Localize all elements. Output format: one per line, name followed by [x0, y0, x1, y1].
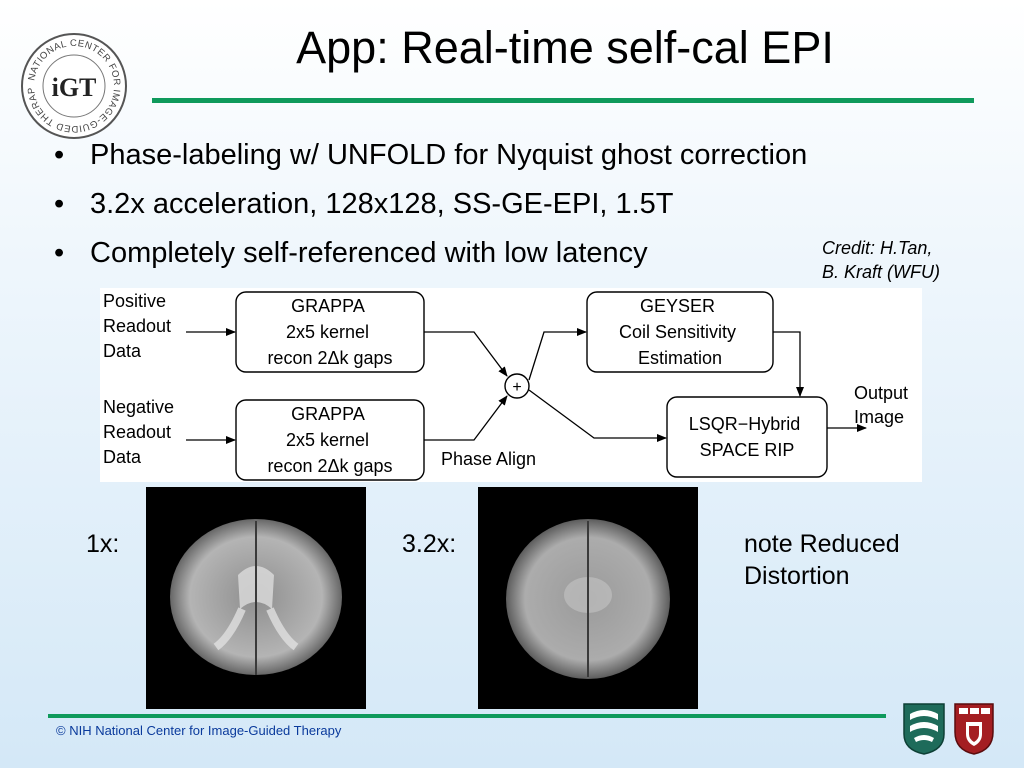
slide-title: App: Real-time self-cal EPI: [296, 22, 834, 73]
bullet-dot: •: [54, 139, 65, 171]
bullet-text: 3.2x acceleration, 128x128, SS-GE-EPI, 1…: [90, 188, 674, 220]
igt-logo-icon: NATIONAL CENTER FOR IMAGE-GUIDED THERAPY…: [15, 22, 127, 139]
output-label: Output Image: [854, 383, 913, 427]
phase-align-label: Phase Align: [441, 449, 536, 469]
input-negative-label: Negative Readout Data: [103, 397, 179, 467]
footer-divider: [48, 714, 886, 718]
medical-school-logo-icon: [900, 700, 948, 756]
sum-symbol: +: [512, 379, 521, 396]
igt-logo: NATIONAL CENTER FOR IMAGE-GUIDED THERAPY…: [15, 22, 130, 142]
title-divider: [152, 98, 974, 103]
label-1x: 1x:: [86, 530, 120, 558]
input-positive-label: Positive Readout Data: [103, 291, 176, 361]
grappa-top-label: GRAPPA 2x5 kernel recon 2Δk gaps: [267, 296, 392, 368]
bullet-dot: •: [54, 237, 65, 269]
lsqr-label: LSQR−Hybrid SPACE RIP: [689, 414, 806, 460]
geyser-label: GEYSER Coil Sensitivity Estimation: [619, 296, 741, 368]
credit-text: Credit: H.Tan, B. Kraft (WFU): [822, 238, 940, 282]
arrow-top-to-sum: [424, 331, 508, 377]
note-text: note Reduced Distortion: [744, 530, 900, 590]
lsqr-box: [666, 396, 828, 478]
bullet-item: • Phase-labeling w/ UNFOLD for Nyquist gh…: [52, 134, 807, 183]
arrow-sum-to-geyser: [528, 328, 587, 381]
footer-text: © NIH National Center for Image-Guided T…: [56, 723, 342, 738]
bullet-text: Phase-labeling w/ UNFOLD for Nyquist gho…: [90, 139, 808, 171]
sum-node: [504, 373, 530, 399]
harvard-shield-logo-icon: [952, 700, 996, 756]
label-3-2x: 3.2x:: [402, 530, 457, 558]
arrow-geyser-to-lsqr: [773, 331, 804, 397]
bullet-item: • 3.2x acceleration, 128x128, SS-GE-EPI, …: [52, 183, 807, 232]
mri-image-1x: [146, 487, 366, 709]
bullet-dot: •: [54, 188, 65, 220]
pipeline-diagram: Positive Readout Data Negative Readout D…: [100, 288, 922, 482]
bullet-list: • Phase-labeling w/ UNFOLD for Nyquist gh…: [52, 134, 807, 281]
arrow-bottom-to-sum: [424, 395, 508, 441]
mri-image-3-2x: [478, 487, 698, 709]
arrow-sum-to-lsqr: [528, 389, 667, 442]
grappa-bottom-label: GRAPPA 2x5 kernel recon 2Δk gaps: [267, 404, 392, 476]
bullet-text: Completely self-referenced with low late…: [90, 237, 648, 269]
logo-mark: iGT: [52, 73, 97, 102]
bullet-item: • Completely self-referenced with low lat…: [52, 232, 807, 281]
